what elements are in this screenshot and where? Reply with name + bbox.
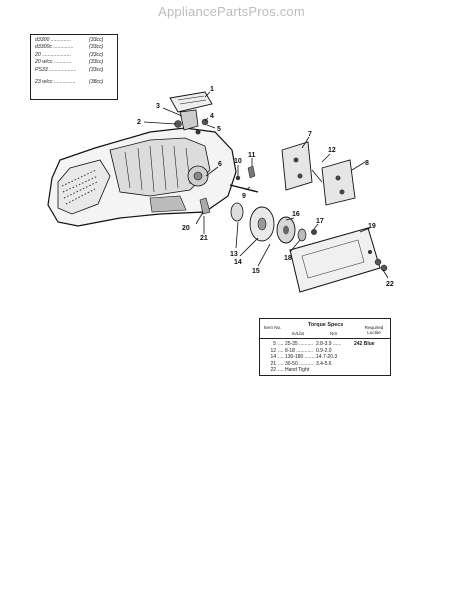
callout-7: 7	[308, 131, 312, 138]
table-row: 12.... 8-18 ............0.9-2.0	[270, 347, 332, 354]
model-row: 23 w/cc ...............(38cc)	[35, 79, 104, 86]
callout-15: 15	[252, 268, 260, 275]
callout-5: 5	[217, 126, 221, 133]
table-row: 5.... 25-35 ..........2.8-3.9 ......242 …	[273, 341, 375, 347]
callout-19: 19	[368, 223, 376, 230]
callout-17: 17	[316, 218, 324, 225]
small-hardware	[229, 165, 259, 193]
callout-4: 4	[210, 113, 214, 120]
model-row: 20 ....................(33cc)	[35, 51, 104, 58]
header-item: Item No.	[264, 325, 282, 330]
callout-22: 22	[386, 281, 394, 288]
leader-lines	[143, 91, 389, 279]
callout-12: 12	[328, 147, 336, 154]
model-list: d3300 ..............(33cc) d3300c ......…	[30, 34, 118, 100]
callout-10: 10	[234, 158, 242, 165]
header-nm: Nm	[330, 331, 338, 336]
engine-housing	[47, 127, 237, 227]
callout-labels: 1 2 3 4 5 6 7 8 9 10 11 12 13 14 15 16 1…	[137, 86, 394, 288]
table-row: 14.... 130-180 ........14.7-20.3	[270, 354, 338, 360]
callout-6: 6	[218, 161, 222, 168]
callout-9: 9	[242, 193, 246, 200]
callout-18: 18	[284, 255, 292, 262]
table-row: 22.... Hand Tight	[270, 367, 310, 373]
watermark: AppliancePartsPros.com	[158, 4, 305, 19]
callout-2: 2	[137, 119, 141, 126]
table-row: 21.... 30-50 ..........3.4-5.6	[270, 360, 332, 367]
header-required: Required Loctite	[364, 325, 384, 336]
torque-specs-table: Torque Specs Item No. in/Lbs Nm Required…	[259, 318, 391, 376]
callout-21: 21	[200, 235, 208, 242]
model-row: 20 w/cc ............(33cc)	[35, 59, 104, 66]
side-covers	[281, 141, 356, 206]
torque-specs-title: Torque Specs	[308, 322, 344, 328]
callout-3: 3	[156, 103, 160, 110]
callout-16: 16	[292, 211, 300, 218]
model-row: PS33 ...................(33cc)	[35, 66, 104, 73]
callout-14: 14	[234, 259, 242, 266]
callout-11: 11	[248, 152, 256, 159]
header-inlbs: in/Lbs	[292, 331, 305, 336]
bar-plate	[289, 227, 388, 293]
callout-13: 13	[230, 251, 238, 258]
callout-1: 1	[210, 86, 214, 93]
callout-8: 8	[365, 160, 369, 167]
callout-20: 20	[182, 225, 190, 232]
handle-assembly	[169, 91, 213, 135]
clutch-assembly	[199, 197, 317, 244]
model-row: d3300 ..............(33cc)	[35, 37, 104, 43]
model-row: d3300c ..............(33cc)	[35, 44, 104, 51]
